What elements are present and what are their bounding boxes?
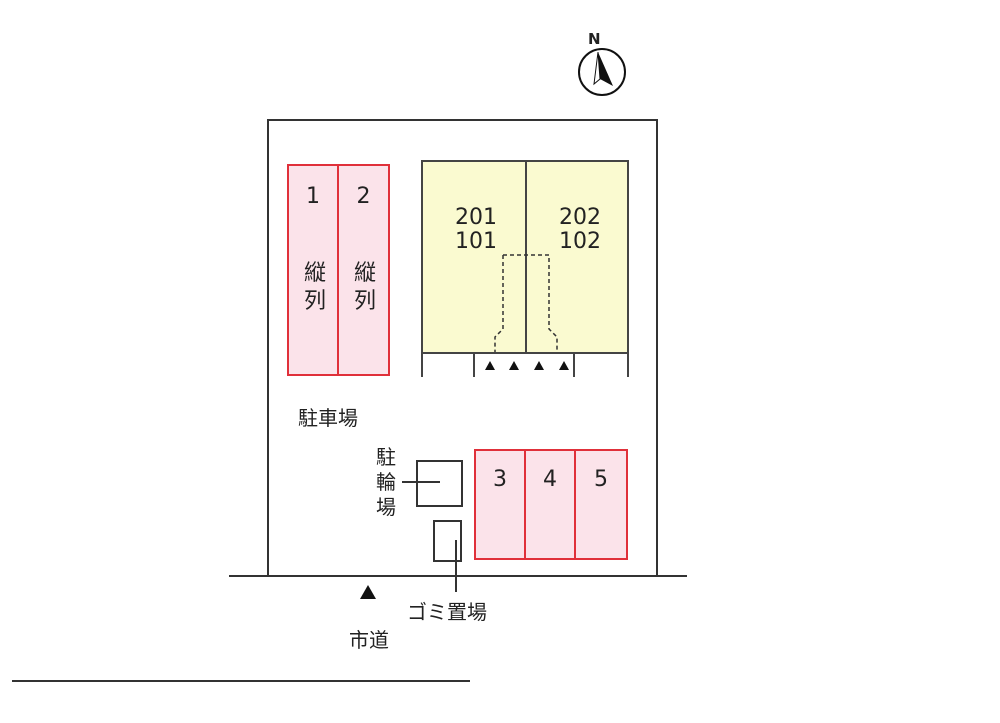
entrance-marker: [559, 361, 569, 370]
entrance-marker: [485, 361, 495, 370]
road-edge-line: [229, 575, 687, 577]
compass: N: [574, 30, 630, 100]
leader-line: [455, 540, 457, 592]
parking-space-2: 2 縦列: [337, 164, 390, 376]
entrance-marker: [534, 361, 544, 370]
parking-number: 2: [356, 184, 371, 209]
balcony-strip: [423, 352, 627, 377]
tandem-label: 縦列: [353, 261, 376, 314]
north-label: N: [588, 30, 601, 48]
tandem-label: 縦列: [303, 261, 326, 314]
apartment-building: 201 101 202 102: [421, 160, 629, 377]
unit-lower: 101: [455, 228, 497, 254]
road-label: 市道: [349, 628, 389, 652]
leader-line: [402, 481, 440, 483]
unit-divider: [525, 162, 527, 352]
staircase-outline: [494, 254, 558, 352]
parking-number: 3: [493, 467, 507, 492]
road-far-edge-line: [12, 680, 470, 682]
parking-number: 5: [594, 467, 608, 492]
bicycle-parking-label: 駐輪場: [376, 445, 396, 519]
garbage-area: [433, 520, 462, 562]
bicycle-parking-area: [416, 460, 463, 507]
unit-upper: 202: [559, 205, 601, 230]
unit-west: 201 101: [437, 206, 515, 254]
entrance-left: [423, 352, 475, 377]
parking-space-5: 5: [574, 449, 628, 560]
parking-number: 4: [543, 467, 557, 492]
parking-number: 1: [306, 184, 320, 209]
entrance-marker: [509, 361, 519, 370]
unit-upper: 201: [455, 205, 497, 230]
site-entrance-marker: [360, 585, 376, 599]
parking-space-4: 4: [524, 449, 576, 560]
parking-space-1: 1 縦列: [287, 164, 339, 376]
unit-east: 202 102: [541, 206, 619, 254]
parking-space-3: 3: [474, 449, 526, 560]
entrance-right: [573, 352, 627, 377]
garbage-area-label: ゴミ置場: [407, 600, 487, 624]
compass-icon: [578, 48, 626, 96]
unit-lower: 102: [559, 228, 601, 254]
parking-lot-label: 駐車場: [298, 406, 358, 430]
